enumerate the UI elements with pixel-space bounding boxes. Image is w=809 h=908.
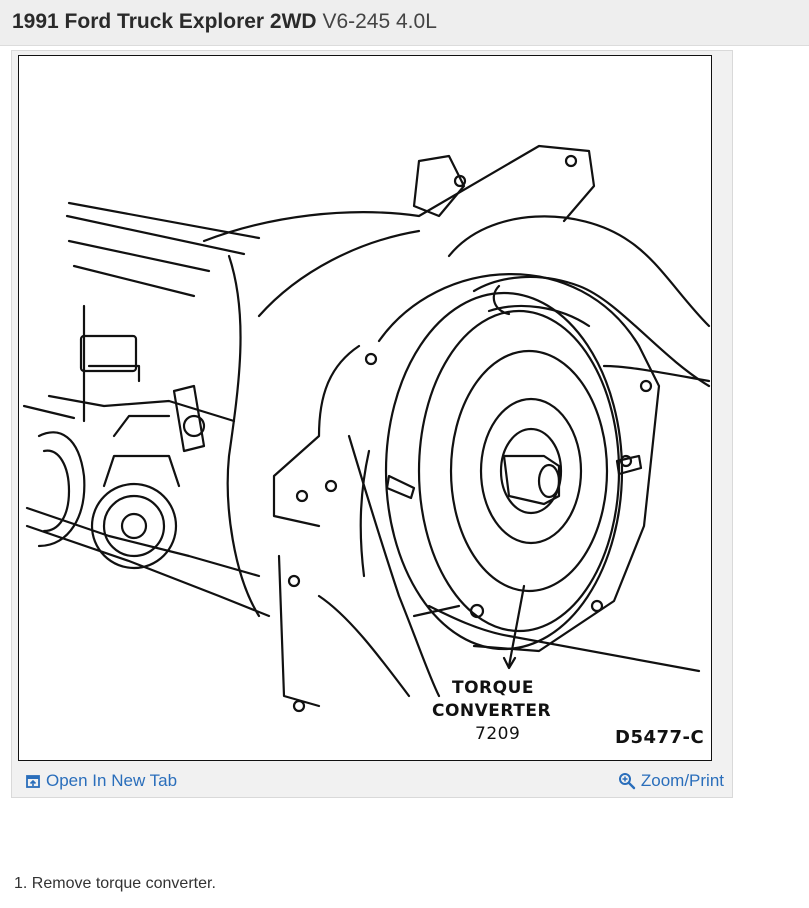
vehicle-title: 1991 Ford Truck Explorer 2WD	[12, 10, 317, 33]
figure-actions: Open In New Tab Zoom/Print	[12, 763, 732, 797]
figure-card: TORQUE CONVERTER 7209 D5477-C Open In Ne…	[11, 50, 733, 798]
diagram-image[interactable]: TORQUE CONVERTER 7209 D5477-C	[18, 55, 712, 761]
engine-subtitle: V6-245 4.0L	[322, 10, 437, 33]
magnifier-icon	[618, 772, 636, 790]
instruction-step: 1. Remove torque converter.	[14, 875, 216, 892]
open-in-new-tab-link[interactable]: Open In New Tab	[25, 771, 177, 791]
transmission-illustration	[22, 144, 711, 713]
figure-id-label: D5477-C	[615, 727, 705, 748]
converter-label: CONVERTER	[432, 701, 552, 721]
part-number-label: 7209	[475, 724, 521, 744]
page-title: 1991 Ford Truck Explorer 2WD V6-245 4.0L	[12, 8, 437, 36]
page-header: 1991 Ford Truck Explorer 2WD V6-245 4.0L	[0, 0, 809, 46]
open-in-new-tab-label: Open In New Tab	[46, 771, 178, 790]
zoom-print-link[interactable]: Zoom/Print	[618, 771, 724, 791]
zoom-print-label: Zoom/Print	[640, 771, 724, 790]
torque-label: TORQUE	[452, 678, 535, 698]
external-tab-icon	[25, 773, 41, 789]
